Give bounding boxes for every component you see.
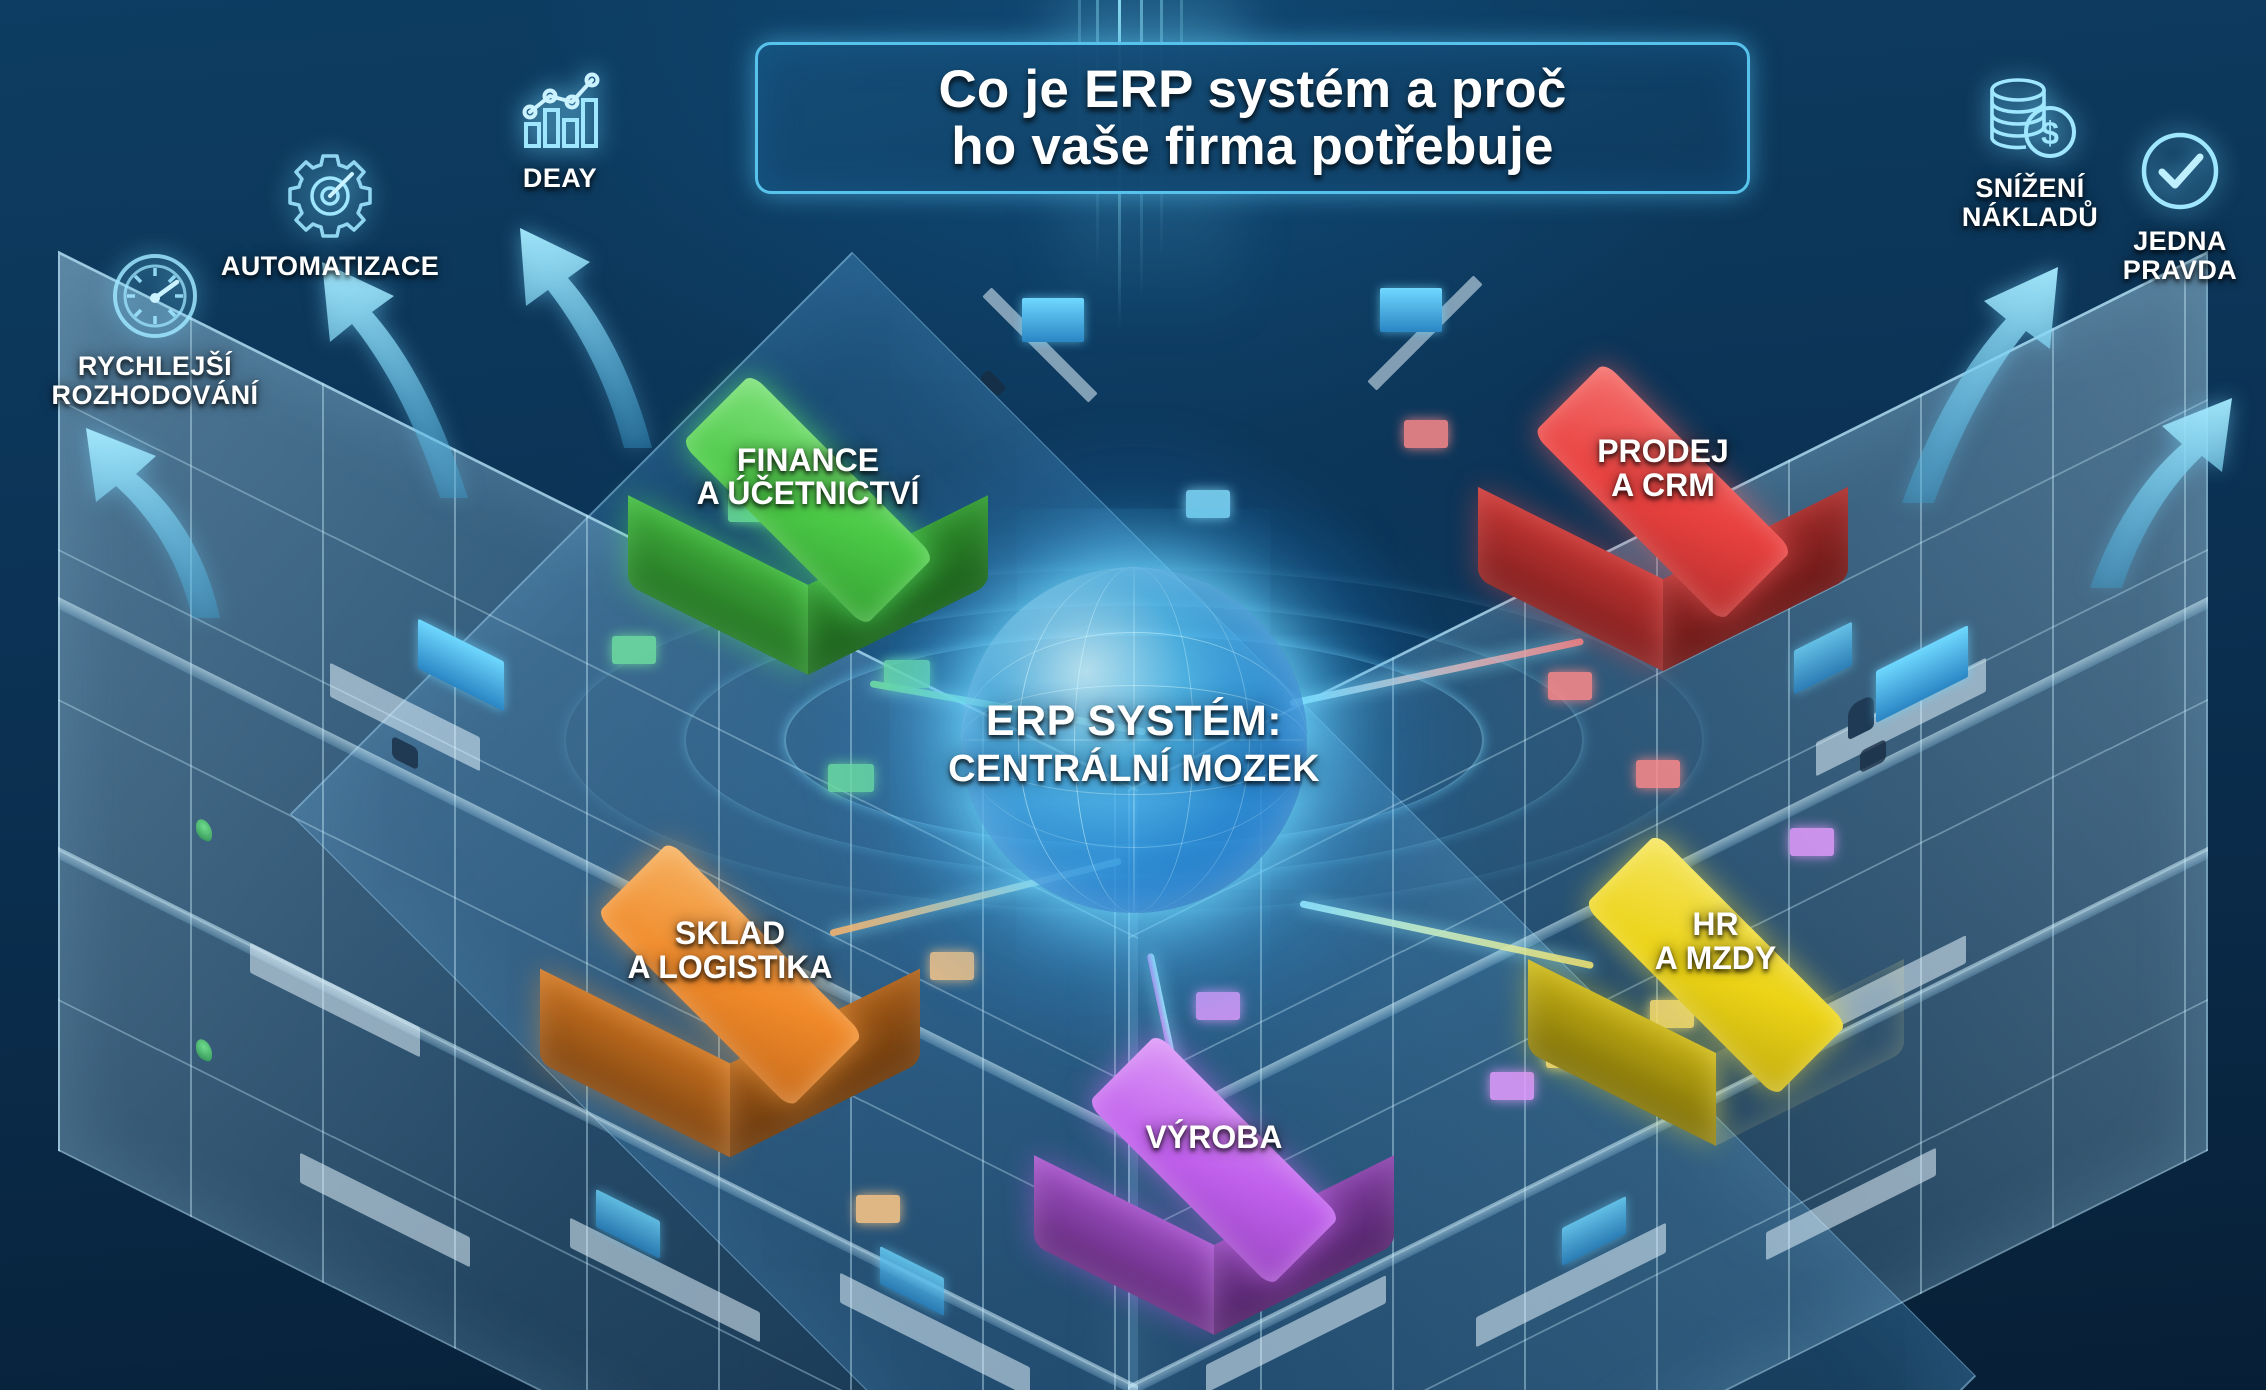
benefit-automation[interactable]: AUTOMATIZACE	[180, 150, 480, 281]
module-sales[interactable]: PRODEJ A CRM	[1478, 361, 1848, 671]
office-monitor	[1022, 298, 1084, 342]
benefit-cost-reduction[interactable]: $ SNÍŽENÍ NÁKLADŮ	[1890, 72, 2170, 232]
module-warehouse[interactable]: SKLAD A LOGISTIKA	[540, 840, 920, 1158]
benefit-faster-decisions[interactable]: RYCHLEJŠÍ ROZHODOVÁNÍ	[10, 250, 300, 410]
module-finance[interactable]: FINANCE A ÚČETNICTVÍ	[628, 373, 988, 675]
office-monitor	[1380, 288, 1442, 332]
erp-core-line2: CENTRÁLNÍ MOZEK	[948, 747, 1320, 790]
benefit-cost-reduction-line1: SNÍŽENÍ	[1975, 173, 2085, 203]
benefit-faster-decisions-line1: RYCHLEJŠÍ	[77, 351, 233, 381]
erp-core-line1: ERP SYSTÉM:	[985, 696, 1283, 745]
data-card	[1636, 760, 1680, 788]
benefit-arrow-automation	[322, 262, 468, 498]
data-card	[612, 636, 656, 664]
data-card	[1404, 420, 1448, 448]
benefit-faster-decisions-line2: ROZHODOVÁNÍ	[51, 380, 259, 411]
benefit-deay[interactable]: DEAY	[460, 62, 660, 193]
data-card	[1790, 828, 1834, 856]
benefit-arrow-cost-reduction	[1902, 267, 2058, 503]
page-title-line1: Co je ERP systém a proč	[938, 59, 1567, 119]
coins-dollar-icon: $	[1990, 78, 2076, 158]
svg-text:$: $	[2041, 115, 2059, 151]
gear-target-icon	[288, 154, 372, 238]
speedometer-icon	[113, 254, 197, 338]
network-globe-icon	[961, 567, 1307, 913]
data-card	[1548, 672, 1592, 700]
page-title-line2: ho vaše firma potřebuje	[951, 117, 1554, 176]
data-card	[856, 1195, 900, 1223]
benefit-single-truth-line1: JEDNA	[2133, 226, 2227, 256]
module-production[interactable]: VÝROBA	[1034, 1033, 1394, 1335]
benefit-deay-line1: DEAY	[522, 163, 598, 193]
check-circle-icon	[2141, 132, 2219, 210]
module-hr[interactable]: HR A MZDY	[1528, 833, 1903, 1146]
benefit-arrow-deay	[520, 228, 652, 448]
benefit-automation-line1: AUTOMATIZACE	[220, 251, 440, 281]
benefit-single-truth-line2: PRAVDA	[2122, 255, 2238, 286]
erp-core-label: ERP SYSTÉM: CENTRÁLNÍ MOZEK	[854, 697, 1414, 791]
benefit-arrow-single-truth	[2090, 398, 2232, 588]
page-title: Co je ERP systém a proč ho vaše firma po…	[755, 42, 1750, 194]
benefit-single-truth[interactable]: JEDNA PRAVDA	[2080, 125, 2266, 285]
benefit-cost-reduction-line2: NÁKLADŮ	[1961, 202, 2099, 233]
data-card	[1490, 1072, 1534, 1100]
benefit-arrow-faster-decisions	[86, 428, 220, 618]
bar-chart-growth-icon	[522, 72, 600, 148]
